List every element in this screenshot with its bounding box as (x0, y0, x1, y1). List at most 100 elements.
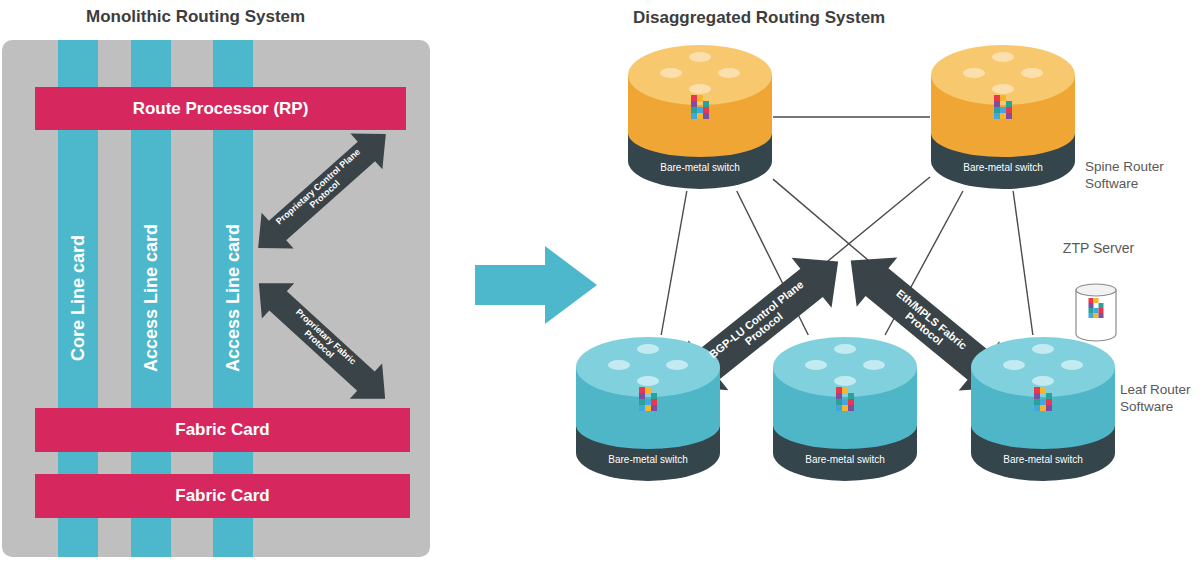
shape-part (1046, 405, 1052, 411)
shape-part (848, 393, 854, 399)
shape-part (637, 344, 659, 354)
shape-part (689, 84, 711, 94)
shape-part (834, 376, 856, 386)
shape-part (645, 387, 651, 393)
shape-part (697, 113, 703, 119)
shape-part (651, 399, 657, 405)
shape-part (639, 399, 645, 405)
server-label: ZTP Server (1048, 240, 1149, 257)
switch-label: Bare-metal switch (970, 454, 1116, 466)
network-link (1013, 191, 1033, 335)
shape-part (1046, 399, 1052, 405)
shape-part (691, 95, 697, 101)
shape-part (773, 337, 917, 397)
panel-offset (242, 116, 402, 416)
route-processor: Route Processor (RP) (35, 87, 406, 130)
shape-part (691, 101, 697, 107)
chassis-panel: Monolithic Routing SystemRoute Processor… (2, 40, 430, 557)
shape-part (1034, 387, 1040, 393)
role-label: Leaf Router Software (1120, 381, 1196, 415)
shape-part (1034, 405, 1040, 411)
shape-part (639, 387, 645, 393)
shape-part (1034, 393, 1040, 399)
spine-switch: Bare-metal switchSpine Router Software (930, 43, 1076, 191)
switch-label: Bare-metal switch (575, 454, 721, 466)
shape-part (1006, 113, 1012, 119)
shape-part (994, 107, 1000, 113)
leaf-switch: Bare-metal switch (575, 335, 721, 483)
shape-part (1046, 393, 1052, 399)
shape-part (836, 399, 842, 405)
shape-part (651, 405, 657, 411)
shape-part (639, 393, 645, 399)
line-card-label: Access Line card (141, 224, 162, 372)
shape-part (1006, 107, 1012, 113)
card-label: Fabric Card (175, 420, 269, 440)
shape-part (1089, 303, 1094, 308)
shape-part (963, 68, 985, 78)
shape-part (576, 337, 720, 397)
shape-part (848, 399, 854, 405)
shape-part (628, 45, 772, 105)
shape-part (848, 405, 854, 411)
shape-part (863, 360, 885, 370)
shape-part (1040, 399, 1046, 405)
network-link (661, 191, 687, 335)
shape-part (639, 405, 645, 411)
transition-arrow (475, 246, 597, 324)
shape-part (1099, 313, 1104, 318)
shape-part (836, 387, 842, 393)
shape-part (1021, 68, 1043, 78)
role-label: Spine Router Software (1085, 158, 1177, 192)
leaf-switch: Bare-metal switch (772, 335, 918, 483)
shape-part (842, 405, 848, 411)
shape-part (931, 45, 1075, 105)
shape-part (1076, 290, 1116, 341)
protocol-arrow (242, 116, 402, 266)
shape-part (992, 52, 1014, 62)
shape-part (1099, 303, 1104, 308)
shape-part (697, 107, 703, 113)
shape-part (703, 101, 709, 107)
line-card-label: Core Line card (68, 235, 89, 361)
shape-part (703, 107, 709, 113)
panel-heading: Monolithic Routing System (86, 7, 305, 27)
shape-part (666, 360, 688, 370)
shape-part (703, 113, 709, 119)
shape-part (805, 360, 827, 370)
leaf-switch: Bare-metal switchLeaf Router Software (970, 335, 1116, 483)
switch-label: Bare-metal switch (772, 454, 918, 466)
shape-part (1094, 313, 1099, 318)
switch-label: Bare-metal switch (930, 162, 1076, 174)
protocol-arrow (243, 266, 402, 417)
card-label: Route Processor (RP) (133, 99, 309, 119)
shape-part (1000, 107, 1006, 113)
shape-part (1089, 313, 1094, 318)
ztp-server: ZTP Server (1048, 240, 1149, 345)
shape-part (637, 376, 659, 386)
shape-part (836, 393, 842, 399)
shape-part (994, 95, 1000, 101)
shape-part (660, 68, 682, 78)
fabric-card: Fabric Card (35, 408, 410, 452)
shape-part (645, 399, 651, 405)
line-card-label: Access Line card (223, 224, 244, 372)
shape-part (971, 337, 1115, 397)
server-cylinder (1074, 282, 1118, 344)
shape-part (994, 113, 1000, 119)
switch-label: Bare-metal switch (627, 162, 773, 174)
shape-part (691, 113, 697, 119)
shape-part (1040, 405, 1046, 411)
shape-part (1089, 298, 1094, 303)
shape-part (697, 95, 703, 101)
protocol-arrow-shape (243, 266, 402, 417)
shape-part (992, 84, 1014, 94)
shape-part (1003, 360, 1025, 370)
shape-part (1040, 387, 1046, 393)
card-label: Fabric Card (175, 486, 269, 506)
shape-part (691, 107, 697, 113)
shape-part (1032, 344, 1054, 354)
shape-part (1094, 298, 1099, 303)
protocol-arrow-shape (242, 116, 402, 266)
section-heading: Disaggregated Routing System (633, 8, 885, 28)
